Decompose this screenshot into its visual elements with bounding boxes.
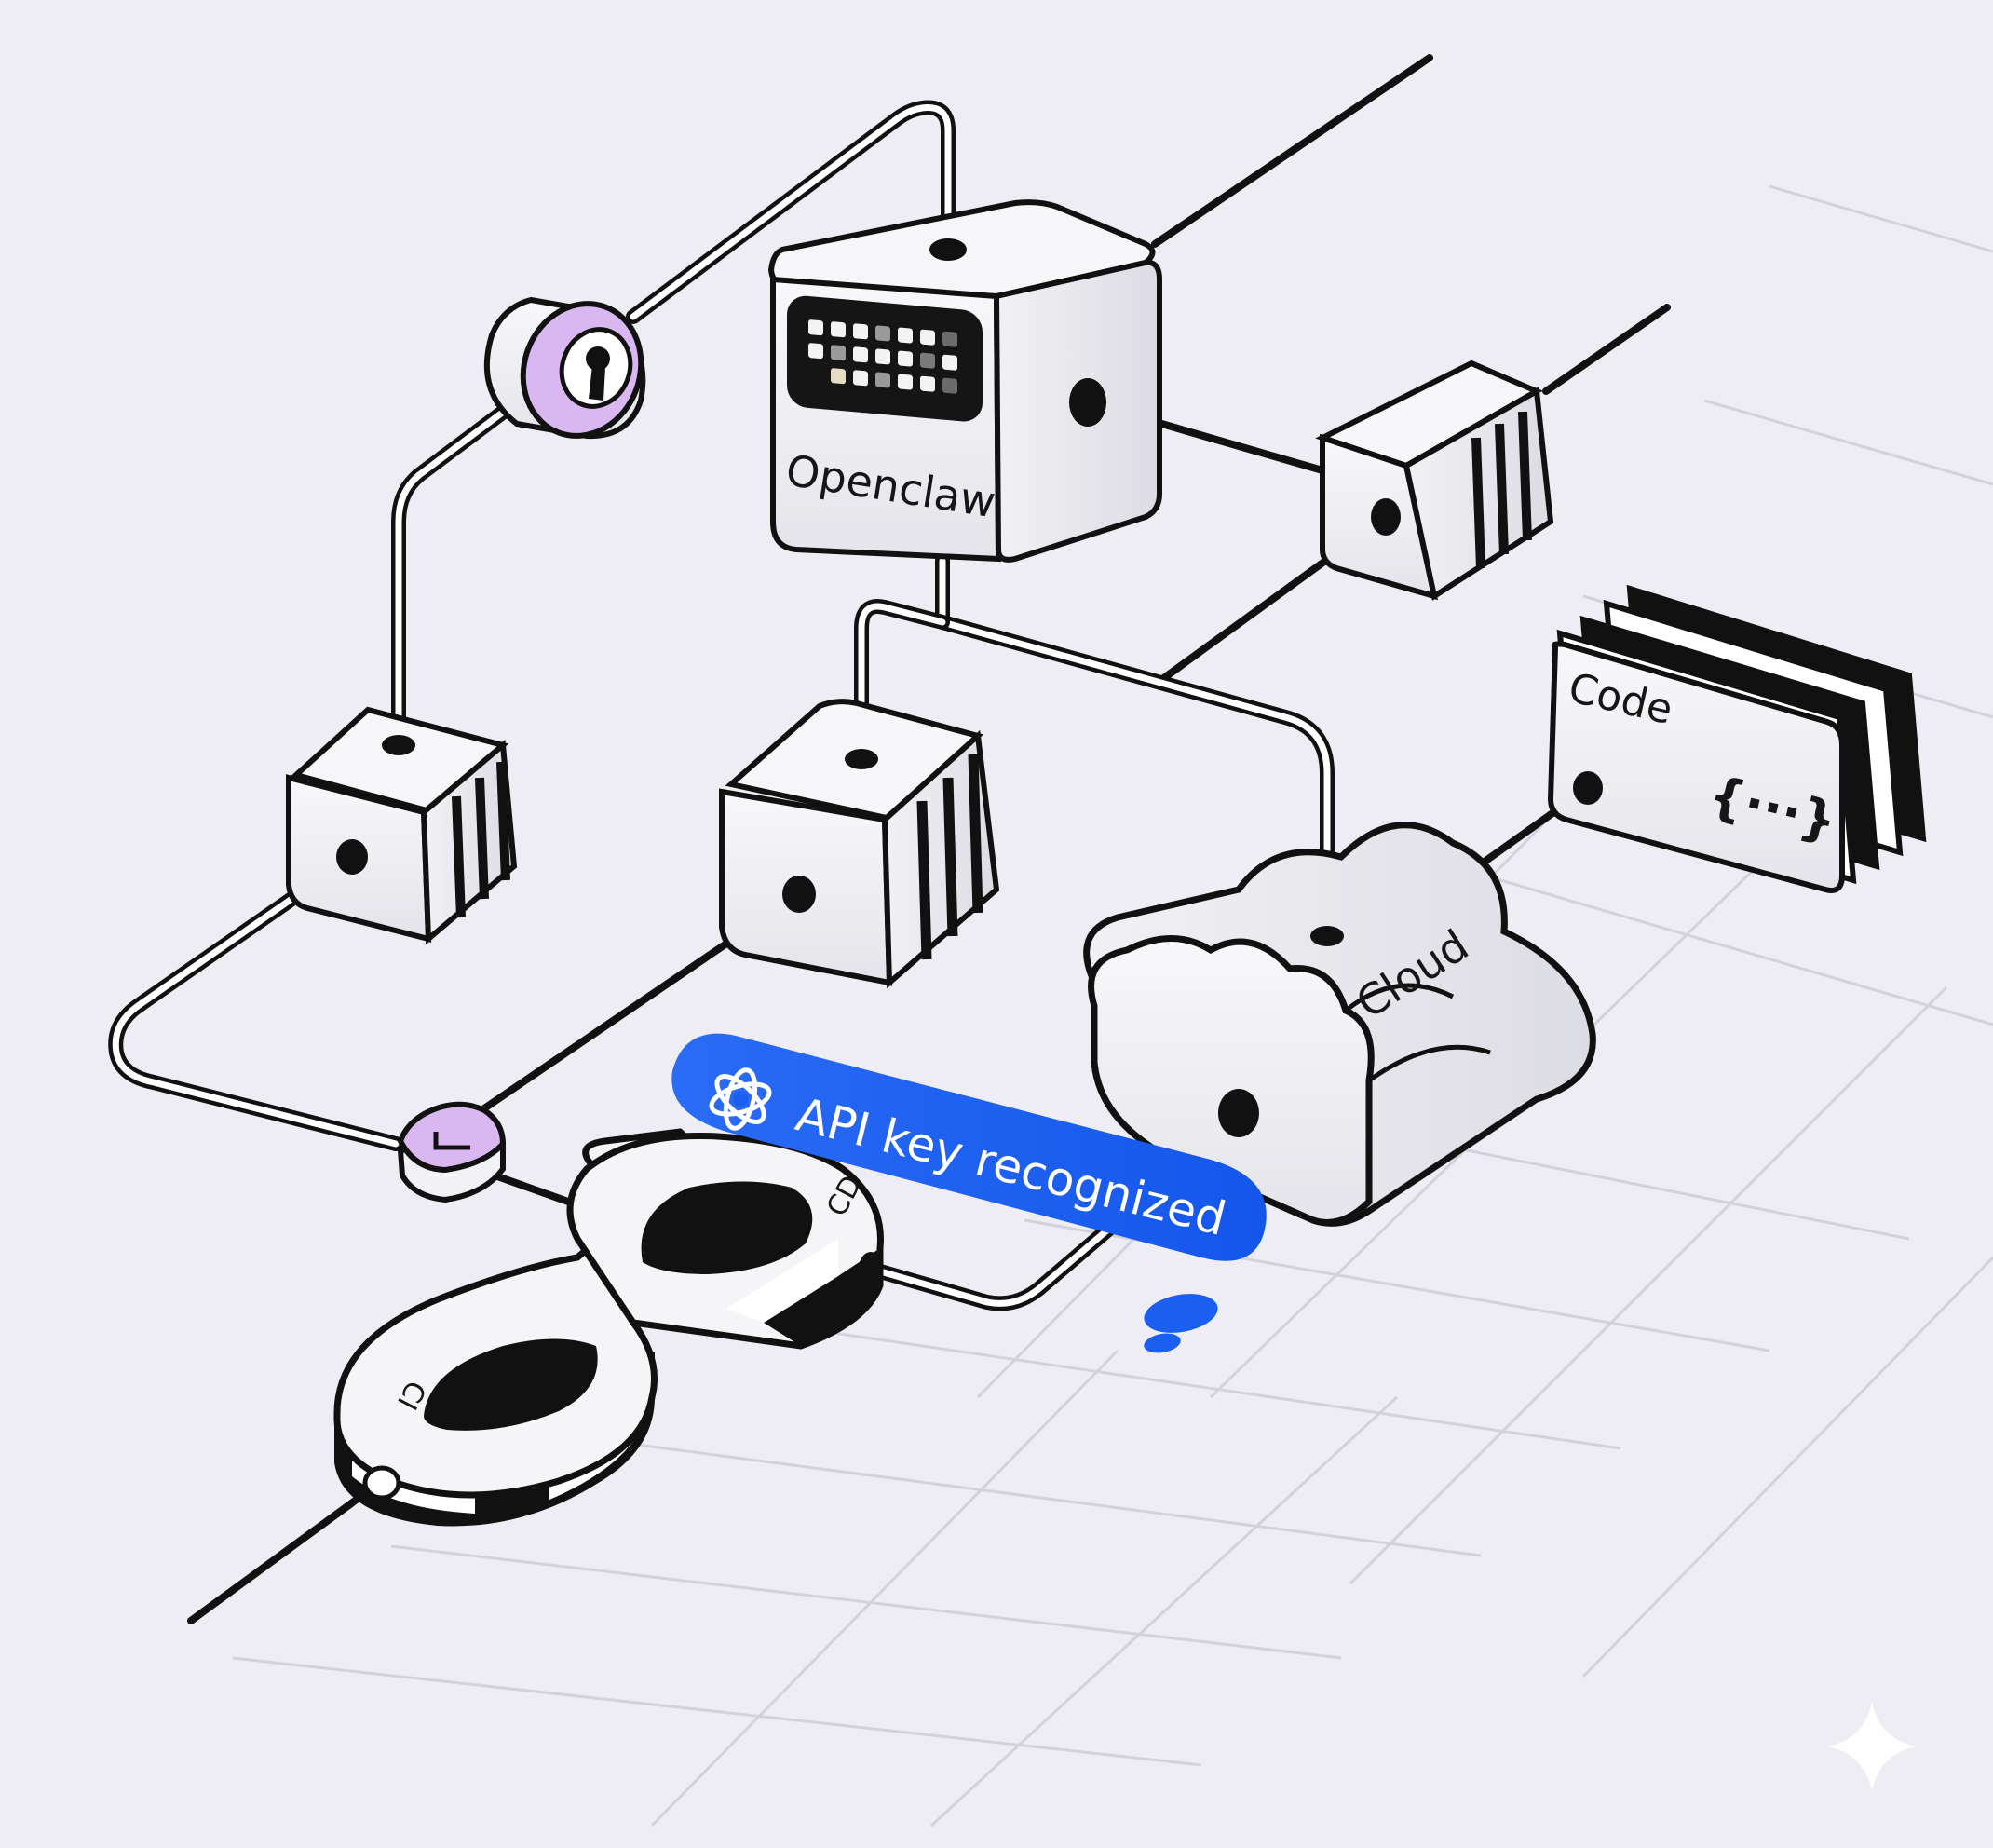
lock-node [483, 296, 646, 440]
cube-b-node [719, 699, 1000, 989]
code-node: Code {···} [1547, 584, 1927, 893]
openclaw-node: Openclaw [767, 199, 1162, 563]
right-cube-node [1315, 360, 1554, 601]
cloud-node: Cloud [1083, 822, 1596, 1227]
cube-a-node [286, 706, 518, 945]
openai-logo-icon [709, 1067, 772, 1131]
cicd-node: CI CD [333, 1128, 884, 1527]
shield-node [397, 1101, 507, 1203]
sparkle-icon [1827, 1702, 1917, 1791]
led-display [787, 295, 983, 422]
shield-icon [397, 1101, 507, 1174]
lock-keyhole-icon [559, 327, 633, 409]
